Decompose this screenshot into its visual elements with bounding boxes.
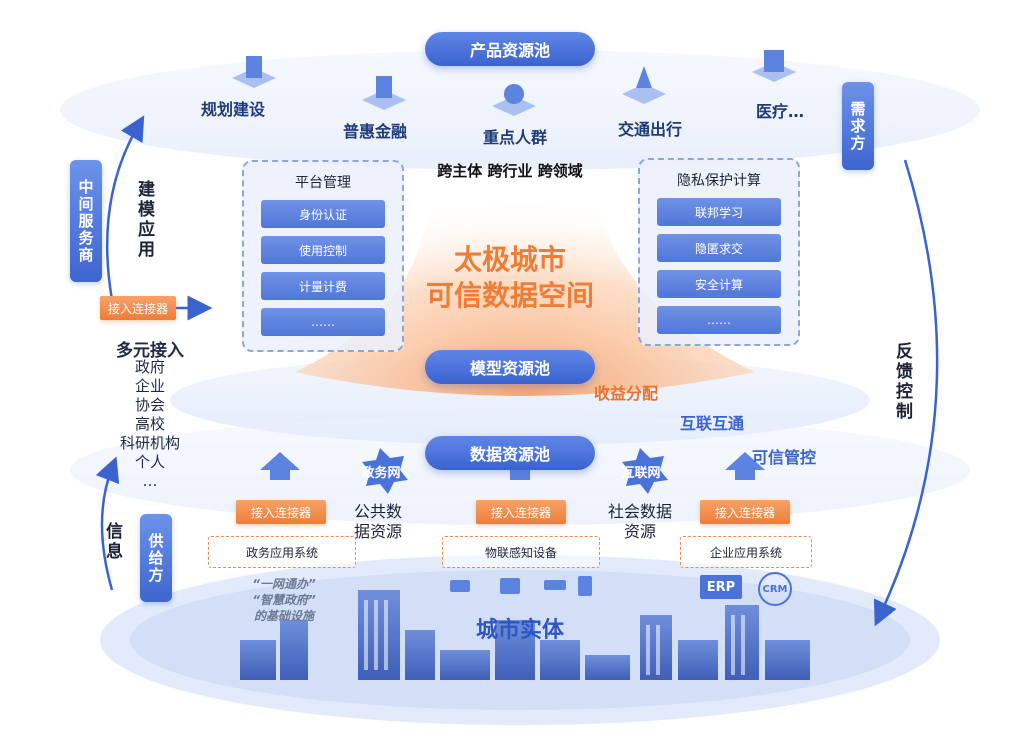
product-pool-pill: 产品资源池 [425, 32, 595, 66]
privacy-computing-panel: 隐私保护计算 联邦学习 隐匿求交 安全计算 …… [638, 158, 800, 346]
product-label: 重点人群 [482, 128, 547, 147]
product-label: 交通出行 [617, 120, 682, 139]
trusted-control-label: 可信管控 [752, 448, 817, 467]
modeling-label: 建模应用 [134, 180, 154, 260]
enterprise-system-box: 企业应用系统 [680, 536, 812, 568]
info-label: 信息 [102, 522, 122, 562]
bottom-connector: 接入连接器 [236, 500, 326, 524]
platform-management-panel: 平台管理 身份认证 使用控制 计量计费 …… [242, 160, 404, 352]
panel-item: 隐匿求交 [657, 234, 781, 262]
slogan-line: “智慧政府” [252, 593, 316, 607]
internet-label: 互联网 [621, 466, 661, 481]
crm-badge: CRM [758, 572, 792, 606]
access-item: 个人 [134, 453, 165, 471]
social-data-label: 社会数据资源 [607, 502, 672, 541]
product-icons [232, 50, 796, 116]
access-item: 政府 [134, 358, 165, 376]
city-entity-label: 城市实体 [475, 618, 564, 643]
interconnect-label: 互联互通 [680, 414, 745, 433]
access-item: 协会 [134, 396, 165, 414]
slogan: “一网通办” “智慧政府” 的基础设施 [234, 576, 334, 624]
slogan-line: “一网通办” [252, 577, 316, 591]
access-item: … [142, 472, 158, 490]
gov-system-box: 政务应用系统 [208, 536, 356, 568]
demand-tab: 需求方 [842, 82, 874, 170]
erp-badge: ERP [700, 575, 742, 599]
access-item: 企业 [134, 377, 165, 395]
feedback-label: 反馈控制 [892, 342, 912, 422]
panel-item: 安全计算 [657, 270, 781, 298]
model-pool-pill: 模型资源池 [425, 350, 595, 384]
panel-title: 平台管理 [295, 175, 351, 191]
intermediary-tab: 中间服务商 [70, 160, 102, 282]
product-label: 普惠金融 [342, 122, 407, 141]
center-title-line2: 可信数据空间 [425, 279, 594, 312]
panel-item: 身份认证 [261, 200, 385, 228]
gov-net-label: 政务网 [361, 466, 401, 481]
cross-domain-label: 跨主体 跨行业 跨领域 [437, 162, 583, 180]
panel-item: …… [657, 306, 781, 334]
revenue-label: 收益分配 [594, 384, 659, 403]
supplier-tab: 供给方 [140, 514, 172, 602]
panel-item: 计量计费 [261, 272, 385, 300]
iot-device-box: 物联感知设备 [442, 536, 600, 568]
panel-item: …… [261, 308, 385, 336]
access-item: 高校 [134, 415, 165, 433]
product-label: 规划建设 [200, 100, 265, 119]
access-list: 政府 企业 协会 高校 科研机构 个人 … [96, 358, 204, 491]
left-connector: 接入连接器 [100, 296, 176, 320]
slogan-line: 的基础设施 [253, 609, 314, 623]
bottom-connector: 接入连接器 [476, 500, 566, 524]
panel-item: 使用控制 [261, 236, 385, 264]
panel-item: 联邦学习 [657, 198, 781, 226]
panel-title: 隐私保护计算 [677, 173, 761, 189]
access-item: 科研机构 [119, 434, 180, 452]
bottom-connector: 接入连接器 [700, 500, 790, 524]
product-label: 医疗… [755, 102, 804, 121]
multi-access-label: 多元接入 [116, 341, 184, 361]
center-title-line1: 太极城市 [453, 243, 566, 276]
public-data-label: 公共数据资源 [353, 502, 402, 541]
data-pool-pill: 数据资源池 [425, 436, 595, 470]
